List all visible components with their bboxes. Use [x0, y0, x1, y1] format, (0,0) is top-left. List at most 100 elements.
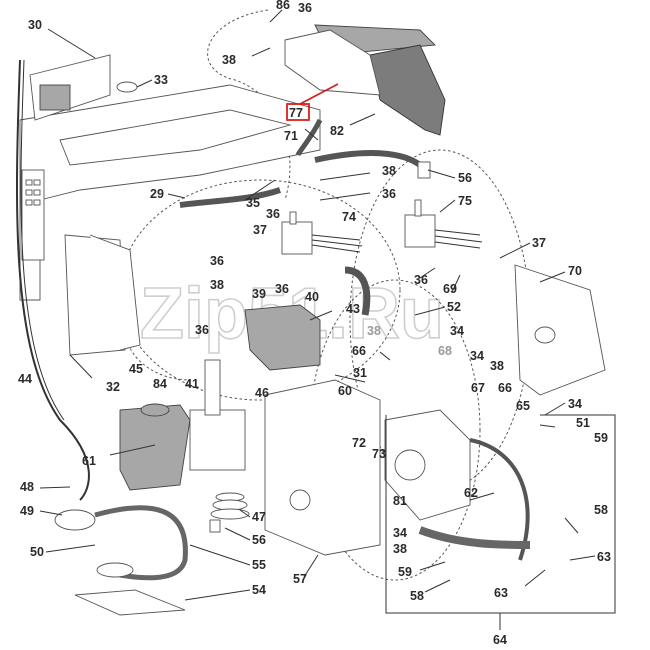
leader-lines — [39, 9, 596, 601]
callout-38: 38 — [490, 359, 504, 373]
callout-36: 36 — [266, 207, 280, 221]
spring-part — [210, 492, 250, 520]
highlight-box-77 — [286, 103, 310, 121]
callout-46: 46 — [255, 386, 269, 400]
callout-66: 66 — [352, 344, 366, 358]
callout-labels: 30 33 86 36 38 77 82 71 29 35 38 36 56 3… — [18, 0, 611, 647]
callout-34: 34 — [470, 349, 484, 363]
callout-37: 37 — [532, 236, 546, 250]
tube-29 — [179, 187, 281, 208]
callout-63: 63 — [597, 550, 611, 564]
tube-71 — [295, 118, 323, 157]
dash-outline-valve-left — [119, 179, 401, 401]
callout-59: 59 — [594, 431, 608, 445]
callout-41: 41 — [185, 377, 199, 391]
cap-56-lower — [209, 519, 221, 533]
callout-37: 37 — [253, 223, 267, 237]
callout-31: 31 — [353, 366, 367, 380]
callout-56: 56 — [252, 533, 266, 547]
callout-36: 36 — [414, 273, 428, 287]
callout-36: 36 — [275, 282, 289, 296]
callout-29: 29 — [150, 187, 164, 201]
capacitor — [534, 326, 556, 344]
callout-49: 49 — [20, 504, 34, 518]
knob-part — [116, 81, 138, 93]
flowmeter — [54, 509, 96, 531]
callout-57: 57 — [293, 572, 307, 586]
callout-35: 35 — [246, 196, 260, 210]
callout-39: 39 — [252, 287, 266, 301]
callout-48: 48 — [20, 480, 34, 494]
callout-69: 69 — [443, 282, 457, 296]
tube-40 — [344, 266, 371, 316]
callout-75: 75 — [458, 194, 472, 208]
tube-top — [314, 150, 422, 168]
callout-30: 30 — [28, 18, 42, 32]
solenoid-valve-left — [281, 211, 363, 255]
callout-77[interactable]: 77 — [289, 106, 303, 120]
callout-32: 32 — [106, 380, 120, 394]
callout-50: 50 — [30, 545, 44, 559]
callout-34: 34 — [568, 397, 582, 411]
callout-36: 36 — [382, 187, 396, 201]
callout-51: 51 — [576, 416, 590, 430]
callout-65: 65 — [516, 399, 530, 413]
callout-52: 52 — [447, 300, 461, 314]
boiler-part — [284, 24, 446, 136]
seal-ring — [96, 562, 134, 578]
pump-part — [189, 359, 246, 471]
callout-34: 34 — [393, 526, 407, 540]
callout-59: 59 — [398, 565, 412, 579]
callout-36: 36 — [298, 1, 312, 15]
callout-38: 38 — [393, 542, 407, 556]
callout-70: 70 — [568, 264, 582, 278]
cap-56 — [417, 161, 431, 179]
callout-58: 58 — [410, 589, 424, 603]
callout-64: 64 — [493, 633, 507, 647]
callout-86: 86 — [276, 0, 290, 12]
callout-58: 58 — [594, 503, 608, 517]
callout-40: 40 — [305, 290, 319, 304]
hose-55 — [94, 505, 188, 581]
callout-43: 43 — [346, 302, 360, 316]
group-bracket — [385, 414, 616, 614]
chassis-frame — [19, 84, 381, 556]
callout-55: 55 — [252, 558, 266, 572]
callout-54: 54 — [252, 583, 266, 597]
callout-68: 68 — [438, 344, 452, 358]
callout-36: 36 — [210, 254, 224, 268]
callout-61: 61 — [82, 454, 96, 468]
callout-84: 84 — [153, 377, 167, 391]
callout-71: 71 — [284, 129, 298, 143]
callout-44: 44 — [18, 372, 32, 386]
callout-56: 56 — [458, 171, 472, 185]
callout-60: 60 — [338, 384, 352, 398]
control-board — [15, 54, 111, 501]
callout-62: 62 — [464, 486, 478, 500]
callout-47: 47 — [252, 510, 266, 524]
callout-38: 38 — [382, 164, 396, 178]
callout-82: 82 — [330, 124, 344, 138]
callout-67: 67 — [471, 381, 485, 395]
callout-38: 38 — [367, 324, 381, 338]
callout-73: 73 — [372, 447, 386, 461]
callout-74: 74 — [342, 210, 356, 224]
housing-43 — [244, 304, 321, 371]
callout-38: 38 — [210, 278, 224, 292]
callout-36: 36 — [195, 323, 209, 337]
callout-63: 63 — [494, 586, 508, 600]
solenoid-valve-right — [404, 199, 483, 249]
callout-45: 45 — [129, 362, 143, 376]
callout-33: 33 — [154, 73, 168, 87]
callout-72: 72 — [352, 436, 366, 450]
highlight-leader-77 — [299, 83, 339, 105]
callout-66: 66 — [498, 381, 512, 395]
base-plate — [74, 589, 186, 616]
boiler-assembly — [384, 409, 531, 561]
dash-outline-top — [207, 9, 291, 201]
callout-81: 81 — [393, 494, 407, 508]
pump-bracket — [119, 403, 191, 491]
callout-34: 34 — [450, 324, 464, 338]
